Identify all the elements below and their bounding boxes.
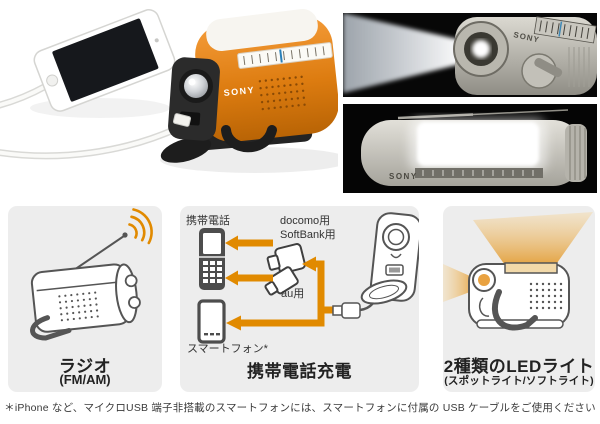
flashlight-beam xyxy=(343,13,465,93)
device-front-icon xyxy=(360,212,419,305)
device-icon xyxy=(468,262,570,331)
label-docomo: docomo用 xyxy=(280,215,331,227)
radio-subtitle: (FM/AM) xyxy=(59,372,111,387)
speaker-dots-icon xyxy=(58,291,99,322)
feature-panel-radio: ラジオ (FM/AM) xyxy=(8,206,162,392)
softlight-beam-icon xyxy=(473,212,593,268)
spotlight-beam-icon xyxy=(443,264,470,302)
crank-handle xyxy=(221,125,277,153)
crank-icon xyxy=(491,289,538,331)
endcap-ridges xyxy=(569,126,586,180)
usb-cable-2-highlight xyxy=(0,126,179,158)
feature-phone-icon xyxy=(199,228,225,290)
usb-cable-highlight xyxy=(0,84,47,108)
tuning-dial xyxy=(237,42,333,69)
spotlight-lens-icon xyxy=(478,274,490,286)
label-mobile-phone: 携帯電話 xyxy=(186,215,230,227)
led-subtitle: (スポットライト/ソフトライト) xyxy=(444,375,594,387)
label-softbank: SoftBank用 xyxy=(280,229,336,241)
speaker-grille xyxy=(568,47,590,87)
radio-title: ラジオ xyxy=(58,357,112,376)
led-title: 2種類のLEDライト xyxy=(443,357,595,376)
feature-panel-charge: 携帯電話 docomo用 SoftBank用 au用 スマートフォン* 携帯電話… xyxy=(180,206,419,392)
softlight-panel xyxy=(417,122,539,166)
reflection-shadow xyxy=(160,147,338,173)
led-illustration-icon xyxy=(443,212,593,331)
usb-plug xyxy=(172,113,192,127)
photo-radio-charging-iphone: SONY xyxy=(0,9,338,173)
charge-title: 携帯電話充電 xyxy=(247,362,352,381)
tuning-dial xyxy=(415,168,543,178)
crank-icon xyxy=(30,315,72,341)
flashlight-lens-lit xyxy=(472,40,490,58)
softlight-panel-icon xyxy=(504,262,558,274)
iphone xyxy=(33,9,176,112)
sony-logo: SONY xyxy=(389,172,418,181)
photo-spotlight-beam: SONY xyxy=(343,13,597,97)
radio-illustration-icon xyxy=(30,208,153,341)
radio-device: SONY xyxy=(160,9,338,163)
speaker-grille xyxy=(258,75,306,111)
feature-panel-led: 2種類のLEDライト (スポットライト/ソフトライト) xyxy=(443,206,595,392)
speaker-dots-icon xyxy=(529,282,563,310)
sony-logo: SONY xyxy=(223,85,255,98)
charge-arrows xyxy=(225,235,333,331)
smartphone-icon xyxy=(197,299,226,344)
footnote: ＊iPhone など、マイクロUSB 端子非搭載のスマートフォンには、スマートフ… xyxy=(4,402,596,414)
charge-diagram xyxy=(197,212,419,344)
flashlight-lens xyxy=(184,74,208,98)
radio-device-gray: SONY xyxy=(453,16,597,95)
radio-waves-icon xyxy=(128,208,153,245)
tuning-dial xyxy=(533,16,597,44)
label-au: au用 xyxy=(281,288,305,300)
charge-adapters-icon xyxy=(264,243,306,296)
label-smartphone: スマートフォン* xyxy=(187,343,268,355)
photo-softlight-glow: SONY xyxy=(343,104,597,193)
